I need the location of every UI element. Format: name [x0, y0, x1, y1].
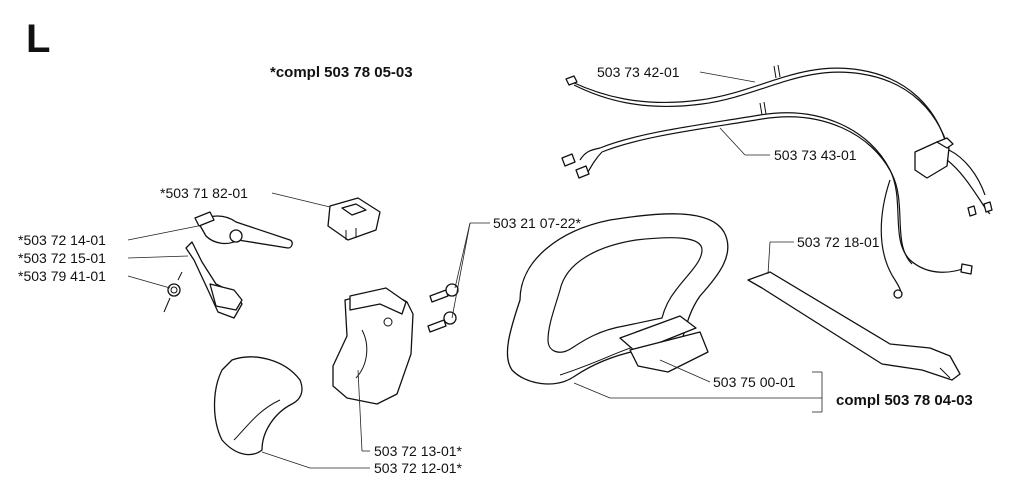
- assembly-label-right: compl 503 78 04-03: [836, 392, 973, 409]
- part-label-503-71-82-01: *503 71 82-01: [160, 185, 248, 201]
- handle-housing: [332, 287, 414, 405]
- handle-cover: [213, 356, 303, 456]
- loop-handle: [506, 213, 729, 385]
- part-label-503-72-13-01: 503 72 13-01*: [374, 443, 463, 459]
- screw-upper: [429, 283, 459, 303]
- part-label-503-73-42-01: 503 73 42-01: [597, 64, 680, 80]
- part-label-503-73-43-01: 503 73 43-01: [774, 147, 857, 163]
- wire-harness-503-73-43-01: [561, 101, 973, 299]
- assembly-label-top: *compl 503 78 05-03: [270, 64, 413, 81]
- lockout-lever: [185, 241, 243, 319]
- part-label-503-75-00-01: 503 75 00-01: [713, 374, 796, 390]
- section-letter: L: [26, 17, 50, 61]
- spring: [163, 271, 183, 313]
- guard-bar: [747, 271, 961, 381]
- switch-connector: [914, 137, 993, 217]
- leader-lines: [127, 71, 823, 469]
- part-label-503-79-41-01: *503 79 41-01: [18, 268, 106, 284]
- part-label-503-72-15-01: *503 72 15-01: [18, 250, 106, 266]
- part-label-503-72-18-01: 503 72 18-01: [797, 234, 880, 250]
- wire-harness-503-73-42-01: [565, 64, 948, 145]
- throttle-lever: [194, 211, 293, 249]
- part-label-503-72-14-01: *503 72 14-01: [18, 232, 106, 248]
- stop-switch: [327, 197, 381, 241]
- screw-lower: [427, 311, 457, 333]
- part-label-503-21-07-22: 503 21 07-22*: [493, 215, 582, 231]
- part-label-503-72-12-01: 503 72 12-01*: [374, 460, 463, 476]
